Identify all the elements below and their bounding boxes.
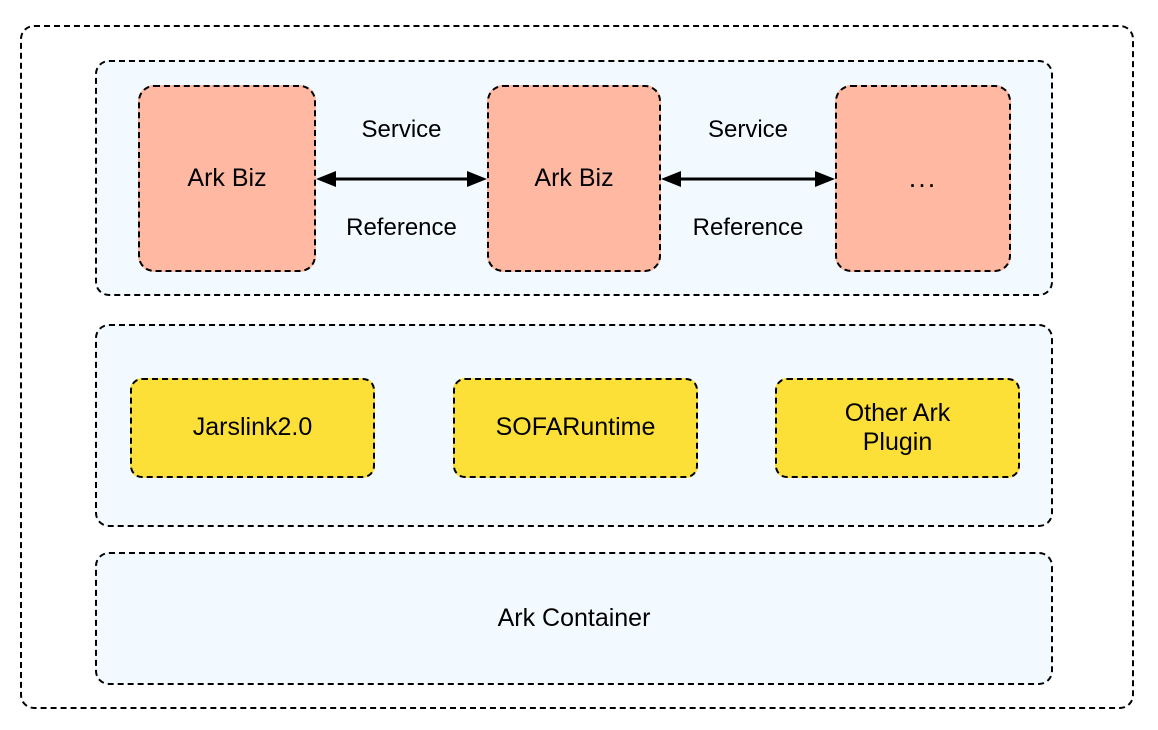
double-headed-arrow-icon-2 [661,171,835,187]
connector-1-bottom-label: Reference [346,214,457,241]
double-headed-arrow-icon-1 [316,171,487,187]
node-ark-biz-1[interactable]: Ark Biz [138,85,316,272]
connector-2-bottom-label: Reference [692,214,804,241]
connector-biz1-biz2: Service Reference [316,118,487,240]
connector-2-top-label: Service [707,116,789,143]
container-layer-group [95,552,1053,685]
node-plugin-jarslink[interactable]: Jarslink2.0 [130,378,375,478]
connector-biz2-biz3: Service Reference [661,118,835,240]
node-ark-biz-2[interactable]: Ark Biz [487,85,661,272]
outer-boundary-frame [20,25,1134,709]
connector-1-top-label: Service [361,116,442,143]
node-ark-biz-more[interactable]: ... [835,85,1011,272]
node-plugin-other[interactable]: Other Ark Plugin [775,378,1020,478]
node-plugin-sofaruntime[interactable]: SOFARuntime [453,378,698,478]
